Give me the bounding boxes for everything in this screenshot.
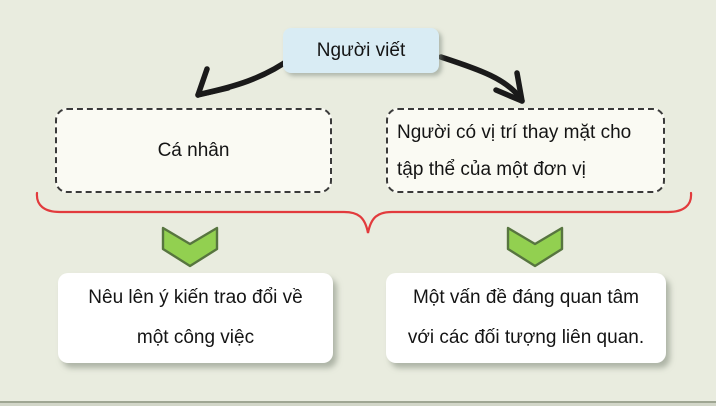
result-left-line1: Nêu lên ý kiến trao đổi về — [88, 287, 303, 308]
root-node-label: Người viết — [316, 39, 406, 61]
branch-node-representative: Người có vị trí thay mặt cho tập thể của… — [386, 108, 665, 193]
result-node-left: Nêu lên ý kiến trao đổi về một công việc — [58, 273, 333, 363]
bottom-edge-line — [0, 401, 716, 403]
result-right-line2: với các đối tượng liên quan. — [407, 327, 645, 348]
red-brace-icon — [35, 191, 693, 234]
branch-representative-line1: Người có vị trí thay mặt cho — [397, 121, 632, 143]
branch-individual-label: Cá nhân — [157, 139, 230, 161]
curved-arrow-down-left-icon — [195, 54, 296, 98]
bottom-edge-strip — [0, 403, 716, 406]
green-chevron-down-left-icon — [161, 226, 219, 268]
branch-node-individual: Cá nhân — [55, 108, 332, 193]
result-node-right: Một vấn đề đáng quan tâm với các đối tượ… — [386, 273, 666, 363]
green-chevron-down-right-icon — [506, 226, 564, 268]
result-left-line2: một công việc — [136, 327, 255, 348]
branch-representative-line2: tập thể của một đơn vị — [397, 158, 586, 180]
result-right-line1: Một vấn đề đáng quan tâm — [412, 287, 640, 308]
root-node-writer: Người viết — [283, 28, 439, 73]
curved-arrow-down-right-icon — [438, 54, 525, 104]
